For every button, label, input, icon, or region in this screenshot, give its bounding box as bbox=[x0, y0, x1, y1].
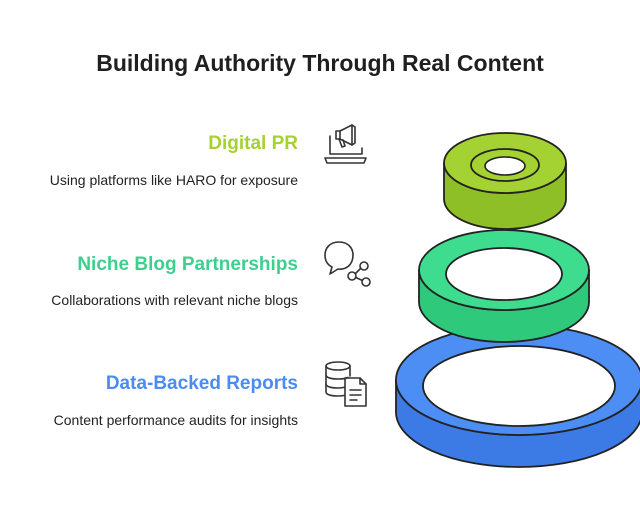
item-desc-niche-blog: Collaborations with relevant niche blogs bbox=[51, 292, 298, 308]
item-title-niche-blog: Niche Blog Partnerships bbox=[77, 254, 298, 275]
page-title: Building Authority Through Real Content bbox=[96, 50, 544, 76]
database-document-icon bbox=[325, 361, 367, 407]
item-title-data-reports: Data-Backed Reports bbox=[105, 373, 298, 394]
ring-bottom bbox=[395, 324, 640, 468]
item-title-digital-pr: Digital PR bbox=[208, 133, 298, 154]
ring-top bbox=[443, 132, 567, 230]
laptop-megaphone-icon bbox=[324, 124, 367, 164]
ring-bottom-hole bbox=[422, 345, 616, 427]
ring-middle-hole bbox=[445, 247, 563, 301]
ring-middle bbox=[418, 229, 590, 343]
item-desc-data-reports: Content performance audits for insights bbox=[53, 412, 298, 428]
ring-top-hole-inner bbox=[484, 156, 526, 176]
item-desc-digital-pr: Using platforms like HARO for exposure bbox=[49, 172, 298, 188]
chat-share-icon bbox=[324, 241, 371, 287]
